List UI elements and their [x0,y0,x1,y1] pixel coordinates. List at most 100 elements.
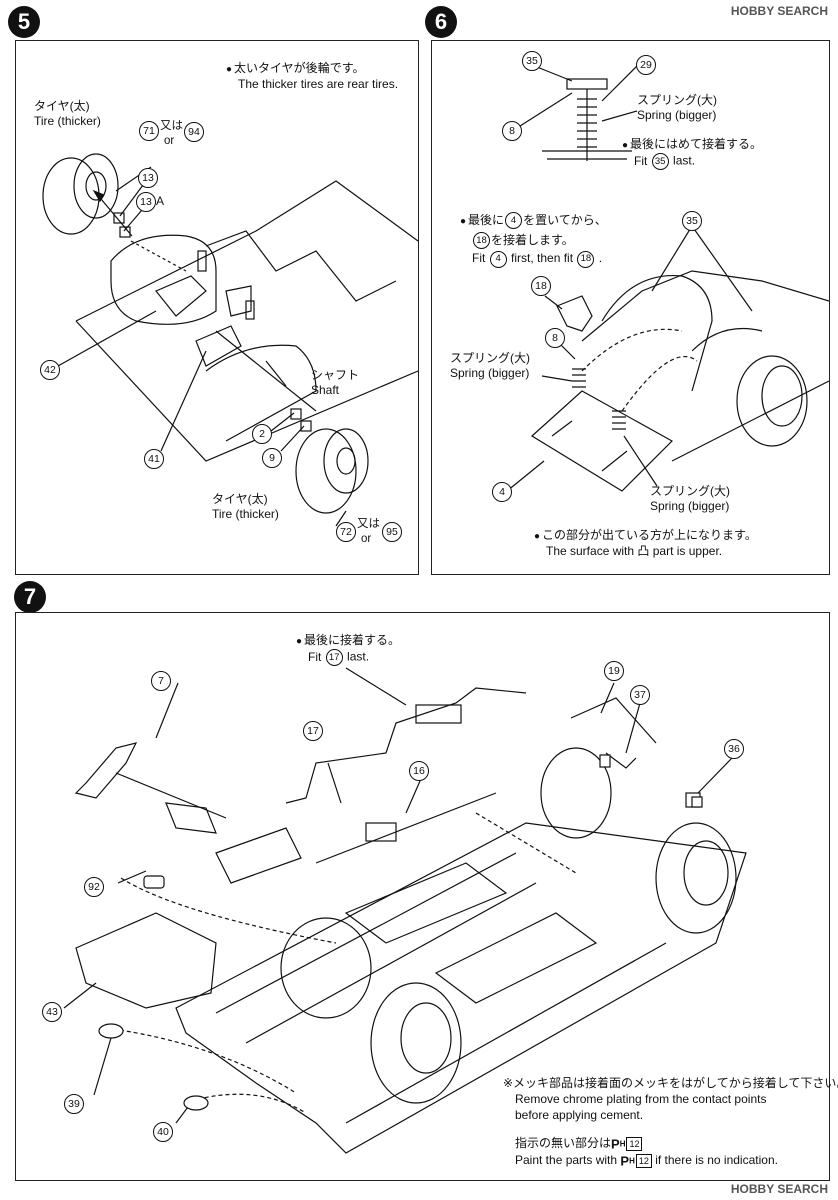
part-13a-suffix: A [156,194,165,208]
spring-left-jp: スプリング(大) [450,351,530,365]
paint-en-pre: Paint the parts with [515,1153,618,1168]
mid-jp-1-pre: 最後に [468,213,505,227]
or-top-jp: 又は [160,120,183,132]
spring-top-en: Spring (bigger) [637,108,717,122]
fit-35-note: ●最後にはめて接着する。 Fit 35 last. [622,137,762,170]
spring-left-en: Spring (bigger) [450,366,530,380]
tire-top-label: タイヤ(太) Tire (thicker) [34,99,101,129]
upper-en-post: part is upper. [652,544,723,558]
part-29: 29 [636,55,656,75]
mid-jp-2-post: を接着します。 [491,233,574,247]
part-41: 41 [144,449,164,469]
paint-sub-jp: H [619,1139,626,1149]
step-7-badge: 7 [14,581,46,613]
paint-jp-pre: 指示の無い部分は [515,1136,612,1150]
upper-note: ●この部分が出ている方が上になります。 The surface with 凸 p… [534,528,757,558]
part-40: 40 [153,1122,173,1142]
mid-en-post: . [598,251,603,266]
or-bottom: 又は or [357,517,380,547]
part-16: 16 [409,761,429,781]
tire-bottom-jp: タイヤ(太) [212,492,268,506]
step-5-badge: 5 [8,6,40,38]
or-top: 又は or [160,119,183,149]
tire-top-en: Tire (thicker) [34,114,101,128]
paint-en-post: if there is no indication. [655,1153,778,1168]
part-17: 17 [303,721,323,741]
part-7: 7 [151,671,171,691]
paint-code-jp: 12 [626,1136,643,1151]
part-35-right: 35 [682,211,702,231]
part-39: 39 [64,1094,84,1114]
fit-35-en-pre: Fit [634,153,648,168]
part-9: 9 [262,448,282,468]
fit-35-en-post: last. [673,153,696,168]
chrome-en-2: before applying cement. [515,1108,644,1122]
chrome-en-1: Remove chrome plating from the contact p… [515,1092,767,1106]
spring-top-jp: スプリング(大) [637,93,717,107]
upper-en-pre: The surface with [546,544,635,558]
mid-en-pre: Fit [472,251,486,266]
part-36: 36 [724,739,744,759]
part-92: 92 [84,877,104,897]
mid-jp-1-post: を置いてから、 [523,213,607,227]
watermark: HOBBY SEARCH [730,1182,828,1196]
part-2: 2 [252,424,272,444]
note-jp: 太いタイヤが後輪です。 [234,61,365,75]
upper-symbol: 凸 [637,544,650,558]
watermark-top: HOBBY SEARCH [730,4,828,18]
paint-sub-en: H [629,1156,635,1166]
fit-35-inline-part: 35 [651,153,669,170]
part-8-mid: 8 [545,328,565,348]
paint-letter-jp: P [611,1136,620,1152]
step-7-illustration [63,667,747,1154]
fit-17-jp: 最後に接着する。 [304,633,401,647]
or-bottom-en: or [361,533,372,545]
fit-35-jp: 最後にはめて接着する。 [630,137,763,151]
mid-en-mid: first, then fit [511,251,574,266]
part-72: 72 [336,522,356,542]
part-95: 95 [382,522,402,542]
mid-inline-4: 4 [505,212,523,230]
tire-bottom-en: Tire (thicker) [212,507,279,521]
shaft-label: シャフト Shaft [311,368,359,398]
part-94: 94 [184,122,204,142]
part-13: 13 [138,168,158,188]
mid-inline-18: 18 [473,232,490,250]
fit-17-en-pre: Fit [308,649,322,664]
mid-en-inline-18: 18 [577,250,595,268]
shaft-en: Shaft [311,383,340,397]
spring-left-label: スプリング(大) Spring (bigger) [450,351,530,381]
part-43: 43 [42,1002,62,1022]
step-5-note: ●太いタイヤが後輪です。 The thicker tires are rear … [226,61,399,91]
paint-code-en: 12 [635,1154,652,1169]
or-bottom-jp: 又は [357,518,380,530]
part-35-top: 35 [522,51,542,71]
chrome-jp: ※メッキ部品は接着面のメッキをはがしてから接着して下さい。 [503,1076,838,1090]
part-37: 37 [630,685,650,705]
mid-en-inline-4: 4 [489,250,507,268]
step-6-panel: 35 29 8 スプリング(大) Spring (bigger) ●最後にはめて… [431,40,830,575]
spring-right-en: Spring (bigger) [650,499,730,513]
step-7-fit-note: ●最後に接着する。 Fit 17 last. [296,633,400,666]
upper-jp: この部分が出ている方が上になります。 [542,528,757,542]
part-8-top: 8 [502,121,522,141]
part-19: 19 [604,661,624,681]
fit-17-inline-part: 17 [325,649,343,666]
step-6-badge: 6 [425,6,457,38]
chrome-note: ※メッキ部品は接着面のメッキをはがしてから接着して下さい。 Remove chr… [503,1075,838,1123]
spring-right-jp: スプリング(大) [650,484,730,498]
step-6-illustration [506,60,829,492]
part-71: 71 [139,121,159,141]
tire-top-jp: タイヤ(太) [34,99,90,113]
tire-bottom-label: タイヤ(太) Tire (thicker) [212,492,279,522]
step-5-illustration [42,153,418,527]
spring-right-label: スプリング(大) Spring (bigger) [650,484,730,514]
note-en: The thicker tires are rear tires. [238,77,399,91]
part-42: 42 [40,360,60,380]
part-13a: 13 [136,192,156,212]
spring-top-label: スプリング(大) Spring (bigger) [637,93,717,123]
part-18: 18 [531,276,551,296]
shaft-jp: シャフト [311,368,360,382]
